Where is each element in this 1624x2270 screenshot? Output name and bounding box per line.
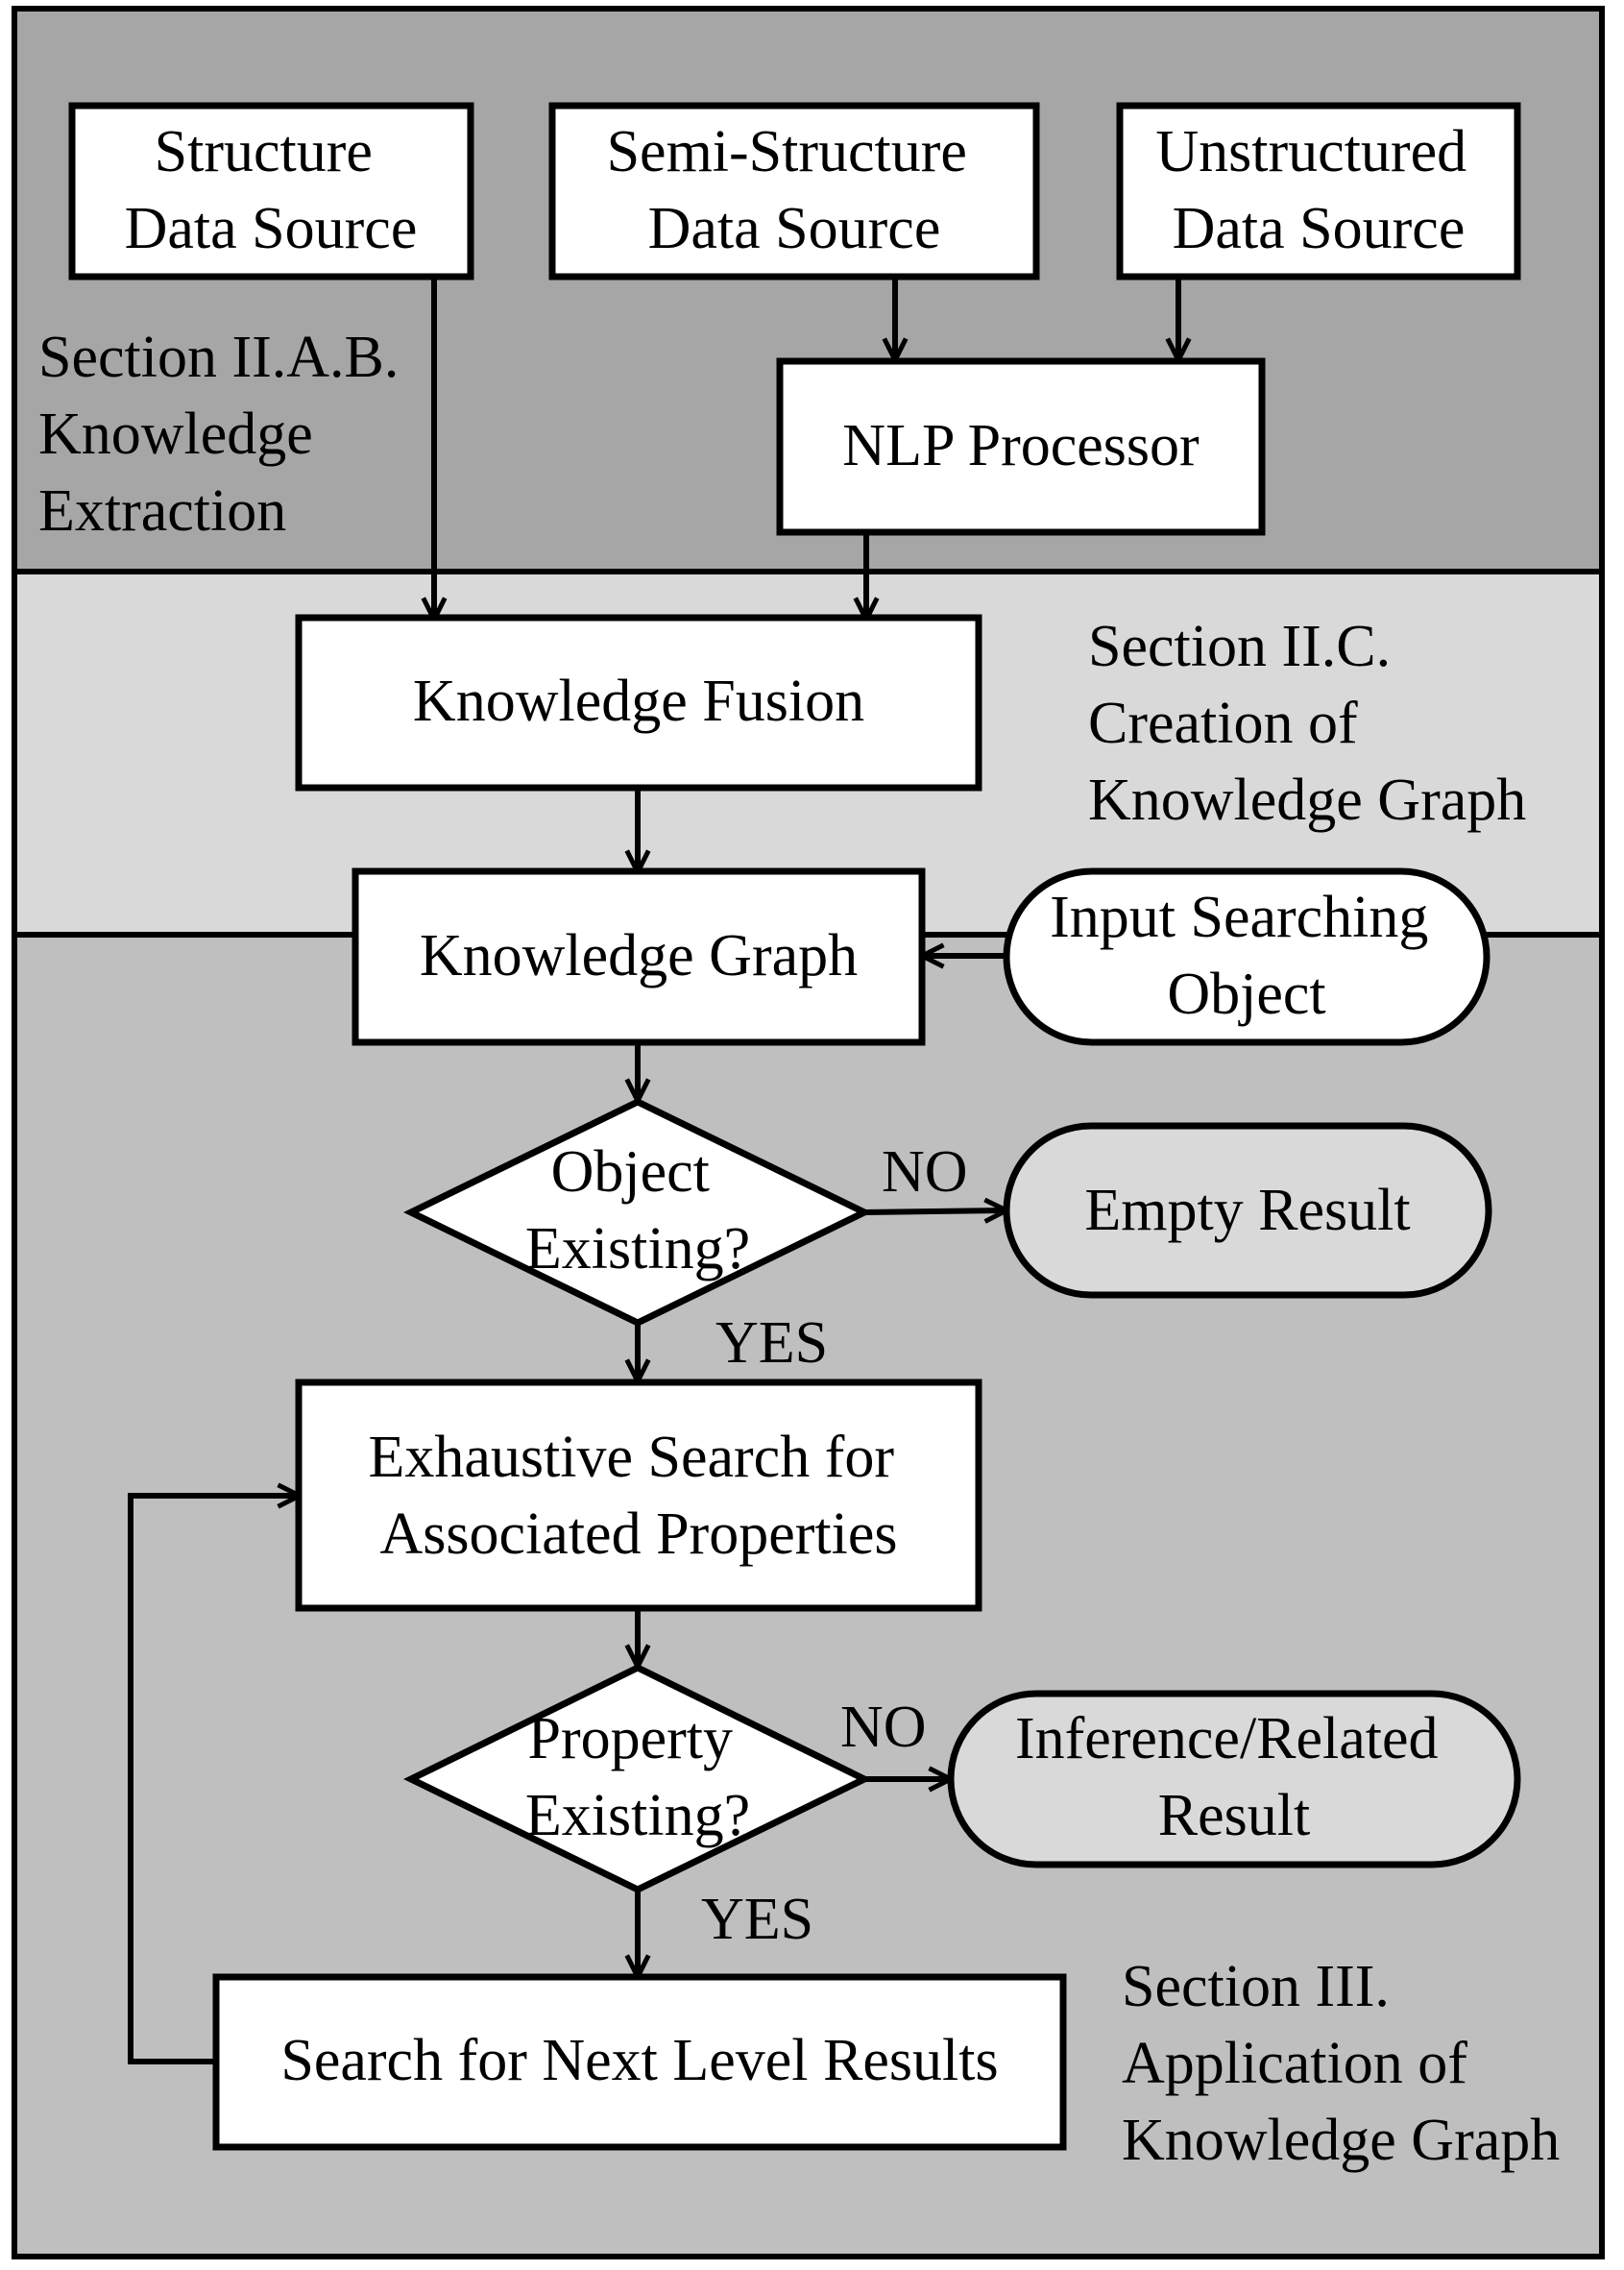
empty-result-terminal: Empty Result: [1003, 1122, 1492, 1299]
inference-related-result-terminal: Inference/Related Result: [947, 1690, 1521, 1868]
knowledge-fusion-label: Knowledge Fusion: [413, 669, 864, 734]
svg-text:Unstructured Data Source: Unstructured Data Source: [1155, 119, 1481, 261]
object-existing-line-1: Object: [551, 1139, 710, 1205]
object-existing-line-2: Existing?: [525, 1216, 750, 1281]
structure-source-line-2: Data Source: [125, 196, 418, 261]
edge-labels: NO YES NO YES: [701, 1139, 968, 1952]
nlp-processor-label: NLP Processor: [842, 413, 1200, 478]
inference-result-line-1: Inference/Related: [1015, 1706, 1439, 1771]
section-extraction-line-3: Extraction: [38, 478, 286, 544]
edge-next-level-loop-back: [128, 1496, 300, 2064]
search-next-level-label: Search for Next Level Results: [280, 2028, 998, 2093]
section-application-line-2: Application of: [1122, 2031, 1467, 2096]
object-existing-decision: Object Existing?: [403, 1098, 872, 1327]
input-searching-object-terminal: Input Searching Object: [1003, 867, 1491, 1046]
semi-source-line-1: Semi-Structure: [607, 119, 967, 184]
svg-text:Semi-Structure Data Sour: Semi-Structure Data Source: [607, 119, 982, 261]
svg-text:Section III. Application: Section III. Application of Knowledge Gr…: [1122, 1954, 1560, 2173]
property-existing-line-1: Property: [527, 1706, 733, 1771]
svg-text:Section II.A.B. Knowledg: Section II.A.B. Knowledge Extraction: [38, 325, 414, 544]
exhaustive-search-line-1: Exhaustive Search for: [369, 1425, 895, 1490]
edges: [128, 278, 1178, 2064]
svg-text:Search for Next Level Results: Search for Next Level Results: [280, 2028, 998, 2093]
structure-source-line-1: Structure: [155, 119, 373, 184]
svg-text:Object Existing?: Object Existing?: [525, 1139, 750, 1281]
svg-text:Exhaustive Search for As: Exhaustive Search for Associated Propert…: [369, 1425, 909, 1567]
section-creation-line-2: Creation of: [1088, 691, 1358, 756]
input-searching-line-2: Object: [1167, 962, 1325, 1027]
edge-object-no-to-empty: [863, 1210, 1006, 1212]
section-label-creation: Section II.C. Creation of Knowledge Grap…: [1088, 614, 1526, 833]
knowledge-fusion-box: Knowledge Fusion: [295, 614, 982, 792]
unstructured-source-line-2: Data Source: [1173, 196, 1466, 261]
svg-text:Empty Result: Empty Result: [1084, 1178, 1410, 1243]
svg-text:Knowledge Graph: Knowledge Graph: [420, 923, 858, 989]
section-application-line-3: Knowledge Graph: [1122, 2108, 1560, 2173]
svg-text:NLP Processor: NLP Processor: [842, 413, 1200, 478]
structure-data-source-box: Structure Data Source: [68, 102, 474, 281]
unstructured-source-line-1: Unstructured: [1155, 119, 1466, 184]
knowledge-graph-box: Knowledge Graph: [351, 867, 926, 1046]
section-creation-line-3: Knowledge Graph: [1088, 768, 1526, 833]
section-application-line-1: Section III.: [1122, 1954, 1390, 2019]
section-extraction-line-2: Knowledge: [38, 402, 313, 467]
inference-result-line-2: Result: [1158, 1783, 1310, 1848]
semi-source-line-2: Data Source: [648, 196, 941, 261]
property-existing-line-2: Existing?: [525, 1783, 750, 1848]
section-label-application: Section III. Application of Knowledge Gr…: [1122, 1954, 1560, 2173]
nlp-processor-box: NLP Processor: [776, 357, 1266, 536]
property-no-label: NO: [840, 1695, 927, 1760]
section-label-extraction: Section II.A.B. Knowledge Extraction: [38, 325, 414, 544]
semi-structure-data-source-box: Semi-Structure Data Source: [548, 102, 1040, 281]
section-extraction-line-1: Section II.A.B.: [38, 325, 399, 390]
svg-text:Inference/Related Result: Inference/Related Result: [1015, 1706, 1453, 1848]
svg-text:Property Existing?: Property Existing?: [525, 1706, 750, 1848]
section-creation-line-1: Section II.C.: [1088, 614, 1391, 679]
property-existing-decision: Property Existing?: [403, 1664, 872, 1893]
property-yes-label: YES: [701, 1887, 813, 1952]
exhaustive-search-line-2: Associated Properties: [380, 1501, 898, 1567]
unstructured-data-source-box: Unstructured Data Source: [1116, 102, 1521, 281]
object-no-label: NO: [882, 1139, 968, 1205]
svg-text:Section II.C. Creation o: Section II.C. Creation of Knowledge Grap…: [1088, 614, 1526, 833]
exhaustive-search-box: Exhaustive Search for Associated Propert…: [295, 1379, 982, 1612]
search-next-level-box: Search for Next Level Results: [212, 1973, 1067, 2151]
empty-result-label: Empty Result: [1084, 1178, 1410, 1243]
input-searching-line-1: Input Searching: [1050, 885, 1428, 950]
svg-text:Input Searching Object: Input Searching Object: [1050, 885, 1443, 1027]
knowledge-graph-label: Knowledge Graph: [420, 923, 858, 989]
svg-text:Structure Data Source: Structure Data Source: [125, 119, 418, 261]
svg-text:Knowledge Fusion: Knowledge Fusion: [413, 669, 864, 734]
object-yes-label: YES: [715, 1310, 828, 1376]
